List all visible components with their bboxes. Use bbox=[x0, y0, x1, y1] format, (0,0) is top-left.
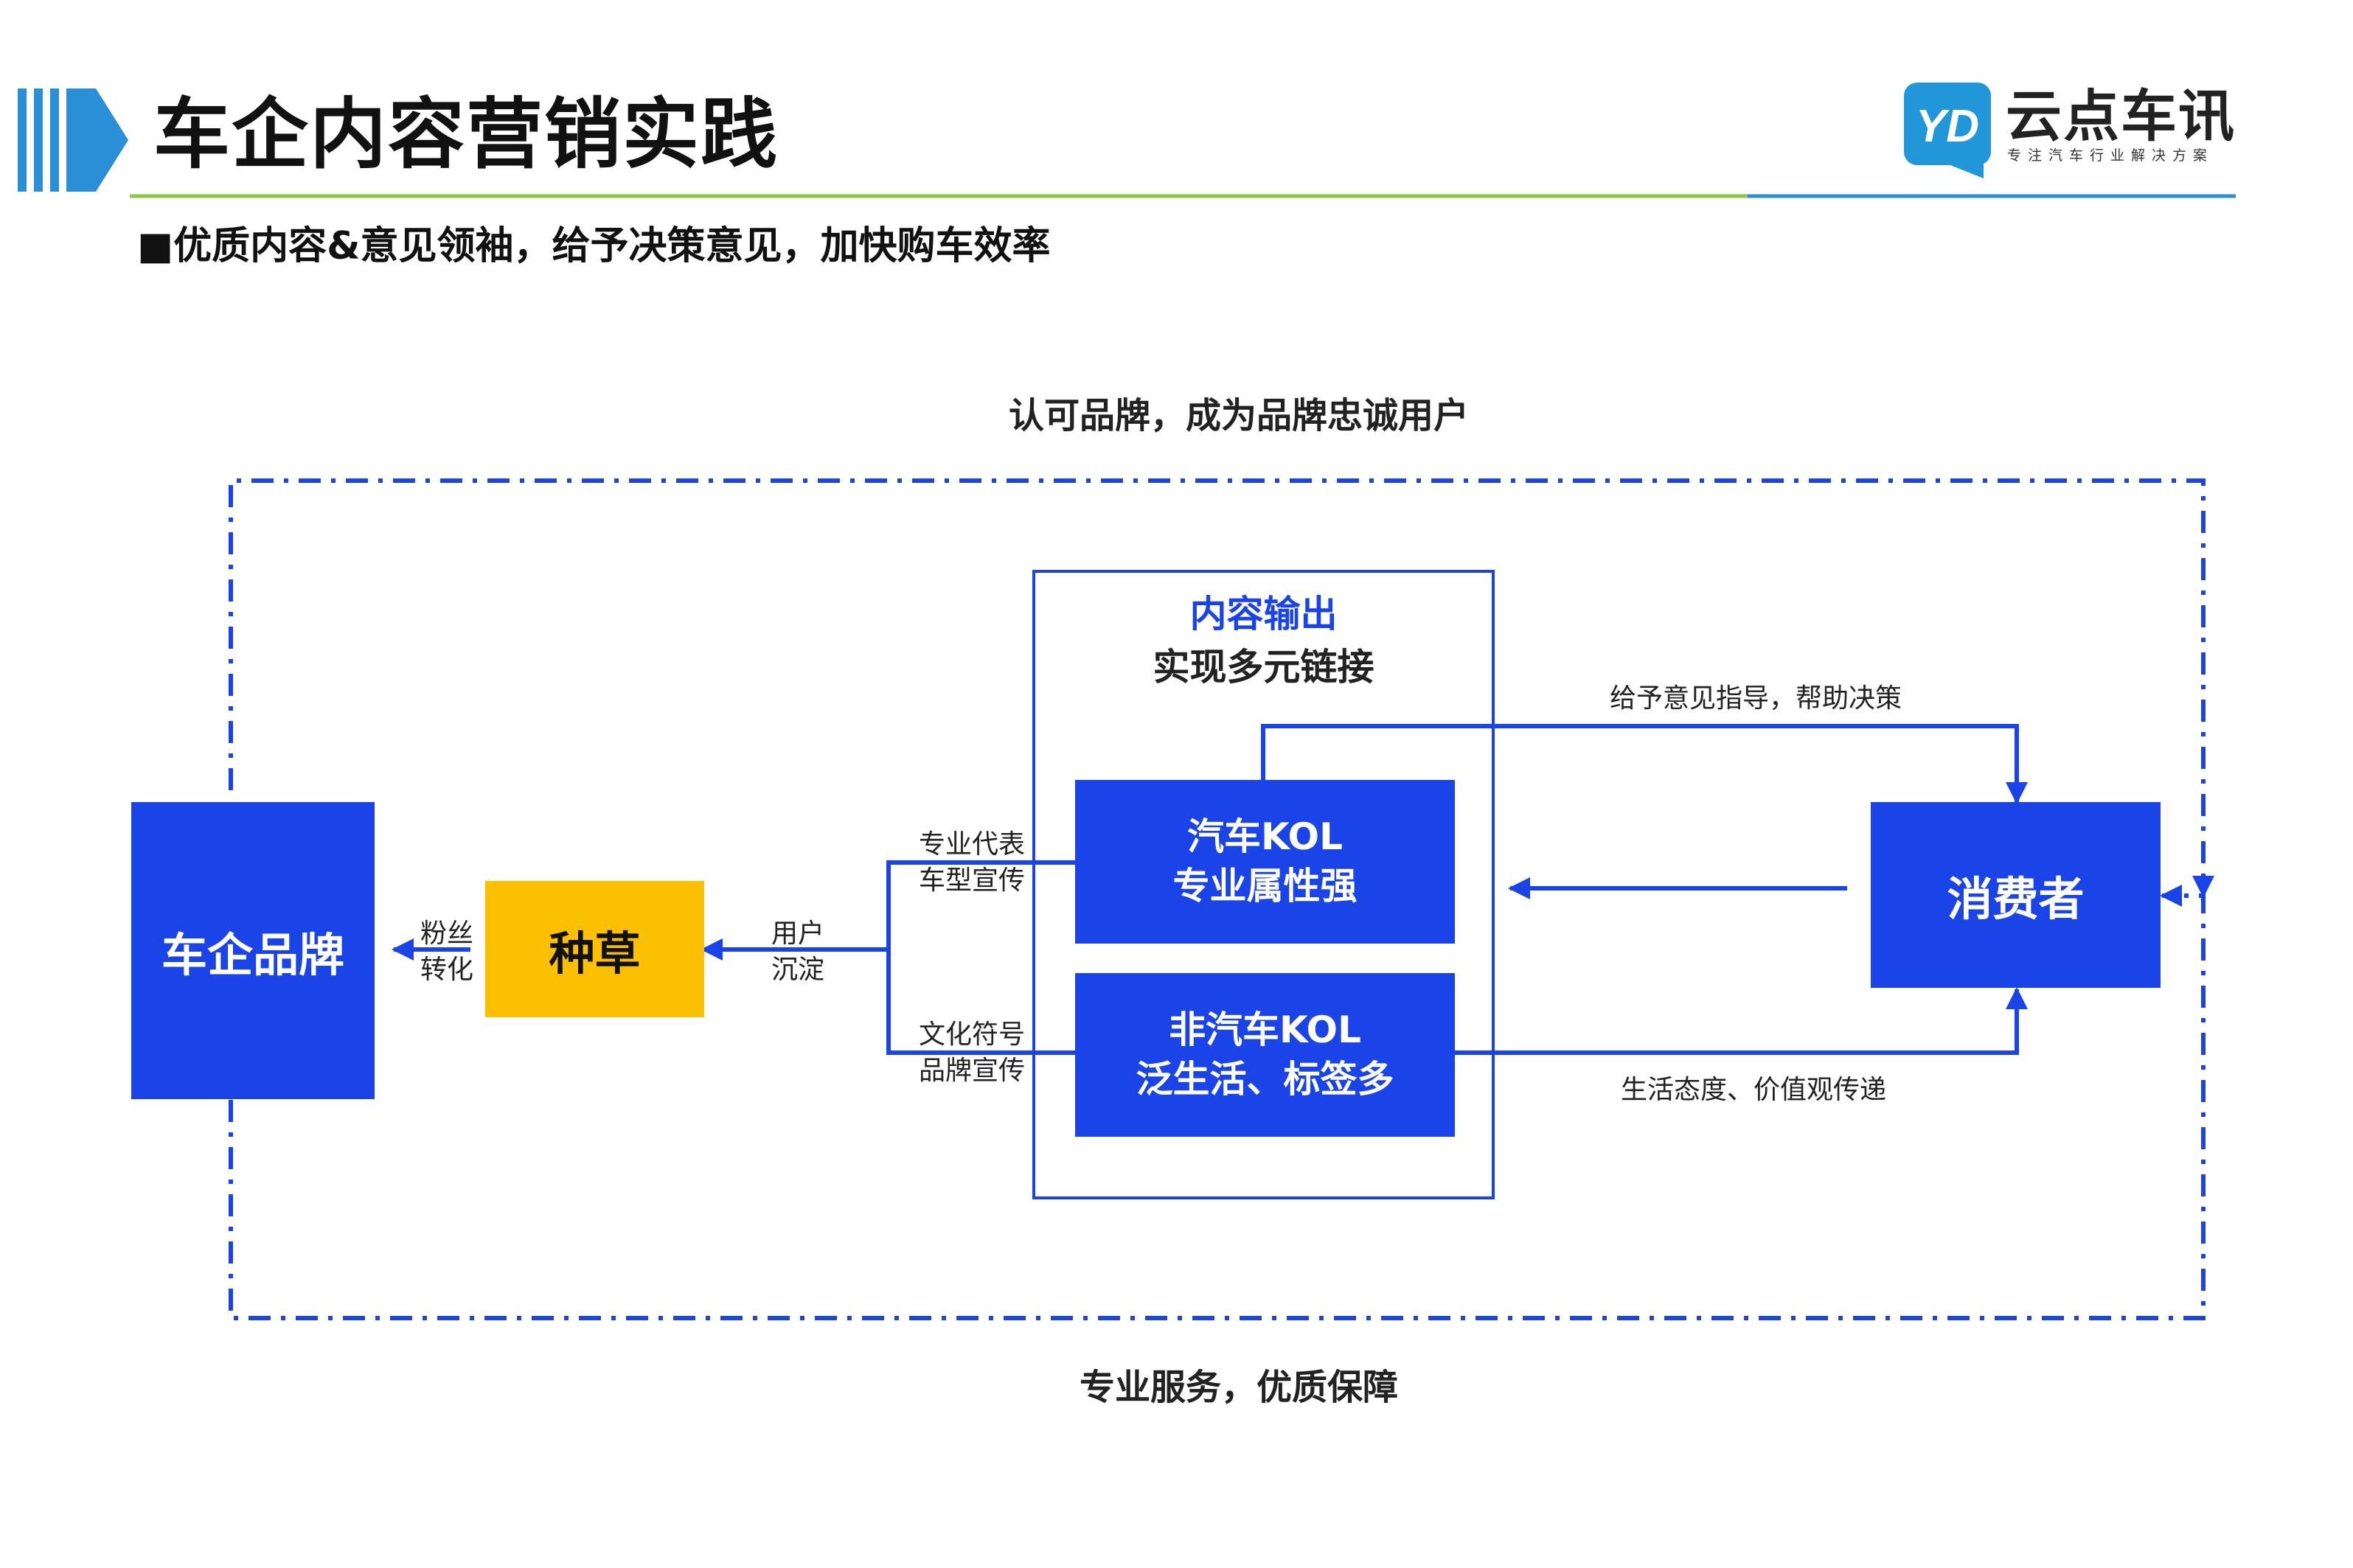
logo-slogan: 专注汽车行业解决方案 bbox=[2007, 147, 2214, 164]
noncar-kol-line2: 泛生活、标签多 bbox=[1136, 1058, 1394, 1101]
edge-label-culture-line2: 品牌宣传 bbox=[919, 1055, 1026, 1086]
loop-top-line bbox=[229, 478, 2214, 898]
loop-bottom-line bbox=[229, 885, 2206, 1320]
edge-label-advice: 给予意见指导，帮助决策 bbox=[1610, 683, 1902, 714]
noncar-kol-node: 非汽车KOL 泛生活、标签多 bbox=[1075, 973, 1455, 1137]
edge-label-user-line2: 沉淀 bbox=[771, 954, 825, 985]
consumer-node-label: 消费者 bbox=[1947, 872, 2085, 926]
content-output-title: 内容输出 bbox=[1189, 593, 1338, 635]
edge-label-fans-line2: 转化 bbox=[420, 954, 474, 985]
brand-node: 车企品牌 bbox=[131, 802, 375, 1099]
edge-label-life: 生活态度、价值观传递 bbox=[1621, 1075, 1887, 1105]
edge-label-fans: 粉丝 转化 bbox=[420, 916, 473, 988]
edge-label-pro-line1: 专业代表 bbox=[919, 829, 1026, 860]
edge-label-pro: 专业代表 车型宣传 bbox=[919, 827, 1025, 899]
edge-car-kol-to-bus bbox=[886, 860, 1075, 1055]
noncar-kol-line1: 非汽车KOL bbox=[1169, 1008, 1361, 1051]
page-title: 车企内容营销实践 bbox=[153, 89, 779, 179]
svg-text:YD: YD bbox=[1916, 101, 1979, 152]
loop-bottom-label: 专业服务，优质保障 bbox=[1080, 1367, 1399, 1408]
logo-speech-bubble-icon: YD bbox=[1904, 83, 1991, 178]
brand-node-label: 车企品牌 bbox=[161, 927, 344, 982]
content-output-subtitle: 实现多元链接 bbox=[1153, 646, 1374, 689]
edge-label-culture-line1: 文化符号 bbox=[919, 1020, 1026, 1050]
edge-life bbox=[1455, 987, 2028, 1055]
edge-advice bbox=[1261, 724, 2028, 804]
consumer-node: 消费者 bbox=[1871, 802, 2161, 988]
seeding-node: 种草 bbox=[485, 881, 704, 1017]
edge-label-user-line1: 用户 bbox=[771, 919, 825, 949]
seeding-node-label: 种草 bbox=[549, 926, 641, 980]
header-bars-icon bbox=[18, 88, 128, 192]
loop-top-label: 认可品牌，成为品牌忠诚用户 bbox=[1009, 395, 1470, 436]
edge-label-user: 用户 沉淀 bbox=[771, 916, 824, 988]
content-output-frame bbox=[1032, 570, 1495, 1199]
car-kol-line2: 专业属性强 bbox=[1172, 865, 1358, 907]
car-kol-node: 汽车KOL 专业属性强 bbox=[1075, 780, 1455, 944]
car-kol-line1: 汽车KOL bbox=[1187, 815, 1343, 858]
page-subtitle: ■优质内容&意见领袖，给予决策意见，加快购车效率 bbox=[137, 224, 1051, 268]
logo-name: 云点车讯 bbox=[2006, 83, 2236, 149]
edge-label-culture: 文化符号 品牌宣传 bbox=[919, 1017, 1025, 1089]
edge-label-fans-line1: 粉丝 bbox=[420, 919, 474, 949]
edge-label-pro-line2: 车型宣传 bbox=[919, 865, 1026, 896]
